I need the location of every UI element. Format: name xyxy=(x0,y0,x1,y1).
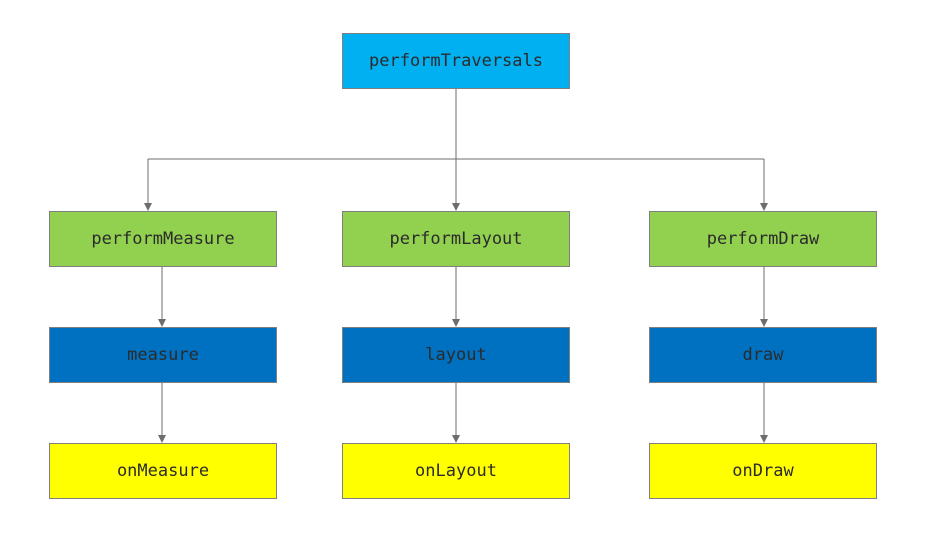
perform-measure-node: performMeasure xyxy=(49,211,277,267)
on-draw-node: onDraw xyxy=(649,443,877,499)
draw-node: draw xyxy=(649,327,877,383)
perform-traversals-node: performTraversals xyxy=(342,33,570,89)
on-measure-node: onMeasure xyxy=(49,443,277,499)
perform-layout-node: performLayout xyxy=(342,211,570,267)
measure-node: measure xyxy=(49,327,277,383)
layout-node: layout xyxy=(342,327,570,383)
perform-draw-node: performDraw xyxy=(649,211,877,267)
on-layout-node: onLayout xyxy=(342,443,570,499)
